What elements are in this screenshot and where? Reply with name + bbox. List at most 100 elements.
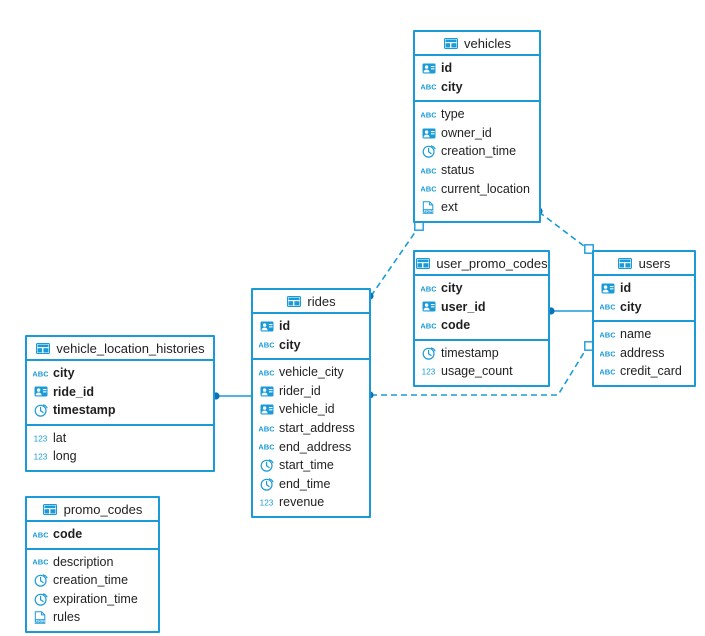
abc-icon: ABC [421,182,436,195]
table-title: rides [307,293,336,309]
clock-icon [421,145,436,158]
column-row[interactable]: ABC city [253,336,369,355]
column-row[interactable]: creation_time [415,142,539,161]
column-row[interactable]: ABC end_address [253,438,369,457]
table-header[interactable]: vehicle_location_histories [27,337,213,361]
column-row[interactable]: user_id [415,298,548,317]
column-row[interactable]: rider_id [253,382,369,401]
column-row[interactable]: start_time [253,456,369,475]
svg-text:ABC: ABC [33,369,48,378]
column-name: timestamp [53,403,116,418]
svg-text:ABC: ABC [421,321,436,330]
column-row[interactable]: vehicle_id [253,400,369,419]
svg-text:ABC: ABC [259,341,274,350]
column-name: creation_time [53,573,129,588]
key-icon [259,403,274,416]
table-header[interactable]: vehicles [415,32,539,56]
table-header[interactable]: users [594,252,694,276]
relationship-vehicles-to-users[interactable] [535,207,594,254]
table-title: vehicles [464,35,511,51]
column-name: id [279,319,291,334]
column-row[interactable]: ride_id [27,383,213,402]
column-name: owner_id [441,125,492,140]
table-title: vehicle_location_histories [56,340,205,356]
svg-text:ABC: ABC [600,330,615,339]
abc-icon: ABC [421,108,436,121]
column-row[interactable]: end_time [253,475,369,494]
relationship-line [370,227,419,297]
column-row[interactable]: timestamp [415,344,548,363]
column-row[interactable]: owner_id [415,124,539,143]
key-icon [600,282,615,295]
svg-text:123: 123 [34,453,48,462]
svg-text:ABC: ABC [421,166,436,175]
column-row[interactable]: timestamp [27,401,213,420]
column-row[interactable]: creation_time [27,571,158,590]
key-icon [33,385,48,398]
table-header[interactable]: rides [253,290,369,314]
svg-text:123: 123 [260,499,274,508]
column-row[interactable]: id [415,59,539,78]
svg-text:ABC: ABC [259,443,274,452]
column-row[interactable]: 123 revenue [253,493,369,512]
key-icon [421,300,436,313]
table-header[interactable]: promo_codes [27,498,158,522]
column-name: city [620,299,642,314]
relationship-vehicle-location-histories-to-rides[interactable] [212,392,251,400]
abc-icon: ABC [600,347,615,360]
relationship-user-promo-codes-to-users[interactable] [547,307,592,315]
column-row[interactable]: expiration_time [27,590,158,609]
column-name: ride_id [53,384,94,399]
column-name: city [279,337,301,352]
table-icon [443,37,458,50]
column-row[interactable]: id [594,279,694,298]
column-name: code [53,527,83,542]
table-icon [286,295,301,308]
column-name: description [53,554,114,569]
table-title: promo_codes [63,501,143,517]
table-header[interactable]: user_promo_codes [415,252,548,276]
json-icon: JSON [33,611,48,624]
column-name: revenue [279,495,325,510]
abc-icon: ABC [421,80,436,93]
column-name: credit_card [620,364,682,379]
abc-icon: ABC [421,282,436,295]
column-name: end_address [279,439,352,454]
column-name: usage_count [441,364,513,379]
abc-icon: ABC [33,367,48,380]
svg-text:ABC: ABC [421,284,436,293]
column-row[interactable]: id [253,317,369,336]
svg-text:ABC: ABC [600,349,615,358]
column-name: start_time [279,458,334,473]
